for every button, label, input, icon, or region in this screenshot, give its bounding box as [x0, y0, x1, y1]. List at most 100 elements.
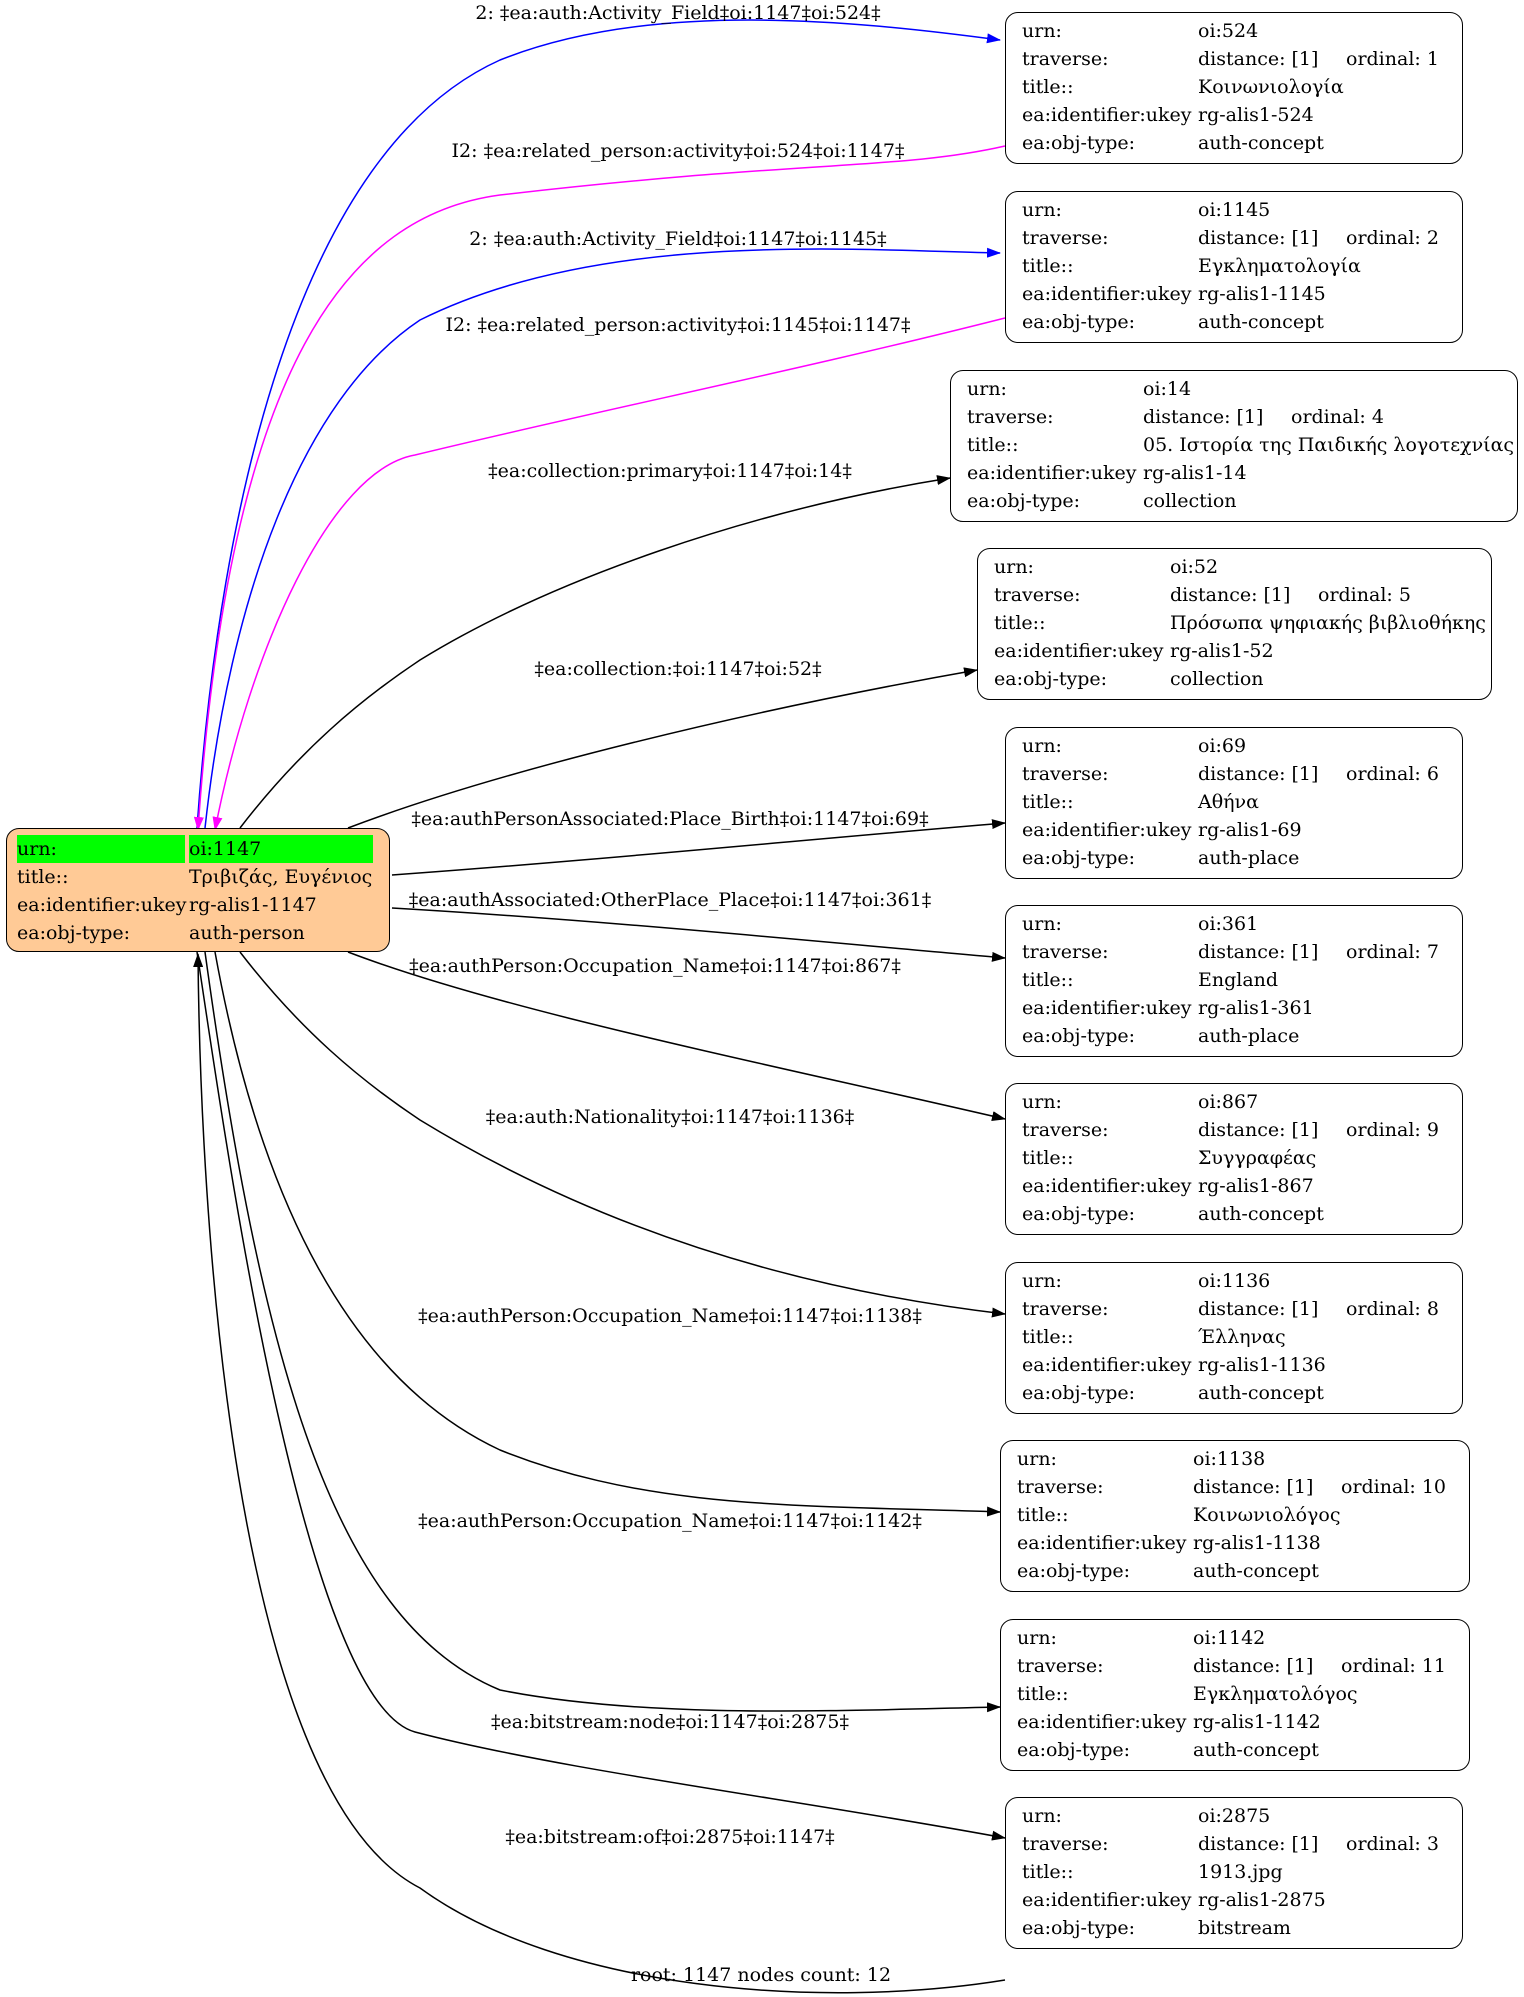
node-traverse-row: traverse:distance: [1]ordinal: 7: [1022, 938, 1448, 966]
node-ordinal-value: ordinal: 5: [1318, 584, 1411, 606]
node-urn-key: urn:: [1022, 1805, 1062, 1827]
node-ukey-key: ea:identifier:ukey: [1022, 104, 1192, 126]
node-urn-key: urn:: [1022, 199, 1062, 221]
edge-label: ‡ea:auth:Nationality‡oi:1147‡oi:1136‡: [485, 1106, 855, 1128]
node-type-key: ea:obj-type:: [1022, 1203, 1136, 1225]
node-type-key: ea:obj-type:: [1017, 1739, 1131, 1761]
node-title-key: title::: [967, 434, 1019, 456]
node-type-key: ea:obj-type:: [967, 490, 1081, 512]
node-title-row: title::England: [1022, 966, 1448, 994]
node-type-value: auth-concept: [1198, 132, 1324, 154]
node-title-row: title::Κοινωνιολόγος: [1017, 1501, 1455, 1529]
node-title-key: title::: [1022, 969, 1074, 991]
node-title-row: title::Έλληνας: [1022, 1323, 1448, 1351]
graph-node[interactable]: urn: oi:2875 traverse:distance: [1]ordinal…: [1005, 1797, 1463, 1949]
node-distance-value: distance: [1]: [1198, 48, 1319, 70]
graph-footer: root: 1147 nodes count: 12: [630, 1964, 892, 1986]
node-title-value: Κοινωνιολογία: [1198, 76, 1344, 98]
node-urn-key: urn:: [1022, 913, 1062, 935]
node-traverse-key: traverse:: [1022, 763, 1109, 785]
edge-label: ‡ea:authPerson:Occupation_Name‡oi:1147‡o…: [409, 955, 901, 977]
node-urn-row: urn:oi:1142: [1017, 1624, 1455, 1652]
edge-line: [391, 907, 1006, 962]
node-urn-key: urn:: [967, 378, 1007, 400]
node-ordinal-value: ordinal: 7: [1346, 941, 1439, 963]
node-urn-value: oi:1136: [1198, 1270, 1271, 1292]
node-ukey-value: rg-alis1-2875: [1198, 1889, 1326, 1911]
node-type-row: ea:obj-type:auth-concept: [1022, 129, 1448, 157]
node-traverse-key: traverse:: [1022, 227, 1109, 249]
root-node[interactable]: urn: oi:1147 title:: Τριβιζάς, Ευγένιος …: [6, 828, 390, 952]
root-ukey-row: ea:identifier:ukey rg-alis1-1147: [17, 891, 379, 919]
node-title-row: title::Πρόσωπα ψηφιακής βιβλιοθήκης: [994, 609, 1486, 637]
node-title-key: title::: [1017, 1504, 1069, 1526]
node-type-value: collection: [1143, 490, 1237, 512]
node-type-row: ea:obj-type:auth-concept: [1017, 1557, 1455, 1585]
node-traverse-row: traverse:distance: [1]ordinal: 3: [1022, 1830, 1448, 1858]
node-ukey-value: rg-alis1-1145: [1198, 283, 1326, 305]
node-traverse-key: traverse:: [1022, 941, 1109, 963]
node-ukey-row: ea:identifier:ukey rg-alis1-2875: [1022, 1886, 1448, 1914]
node-type-row: ea:obj-type: auth-concept: [1022, 1200, 1448, 1228]
node-type-key: ea:obj-type:: [1022, 1025, 1136, 1047]
node-type-key: ea:obj-type:: [994, 668, 1108, 690]
node-ukey-key: ea:identifier:ukey: [1022, 1889, 1192, 1911]
node-title-key: title::: [1022, 255, 1074, 277]
root-type-row: ea:obj-type: auth-person: [17, 919, 379, 947]
node-title-key: title::: [994, 612, 1046, 634]
node-title-row: title::Αθήνα: [1022, 788, 1448, 816]
node-urn-value: oi:52: [1170, 556, 1219, 578]
node-type-value: auth-concept: [1198, 1203, 1324, 1225]
graph-node[interactable]: urn: oi:361 traverse:distance: [1]ordinal:…: [1005, 905, 1463, 1057]
root-title-row: title:: Τριβιζάς, Ευγένιος: [17, 863, 379, 891]
edge-label: ‡ea:bitstream:node‡oi:1147‡oi:2875‡: [491, 1711, 849, 1733]
node-ukey-value: rg-alis1-69: [1198, 819, 1302, 841]
node-title-row: title::1913.jpg: [1022, 1858, 1448, 1886]
edge-line: [204, 247, 1001, 829]
node-title-value: 05. Ιστορία της Παιδικής λογοτεχνίας: [1143, 434, 1515, 456]
edge-line: [204, 951, 1001, 1713]
node-title-key: title::: [1022, 76, 1074, 98]
node-title-value: 1913.jpg: [1198, 1861, 1283, 1883]
node-type-key: ea:obj-type:: [1017, 1560, 1131, 1582]
node-type-value: auth-concept: [1193, 1739, 1319, 1761]
node-type-key: ea:obj-type:: [1022, 311, 1136, 333]
root-title-key: title::: [17, 866, 69, 888]
node-title-value: Πρόσωπα ψηφιακής βιβλιοθήκης: [1170, 612, 1486, 634]
node-urn-value: oi:2875: [1198, 1805, 1271, 1827]
node-distance-value: distance: [1]: [1193, 1476, 1314, 1498]
node-type-value: auth-concept: [1198, 311, 1324, 333]
node-urn-value: oi:524: [1198, 20, 1259, 42]
node-title-value: Συγγραφέας: [1198, 1147, 1317, 1169]
node-ordinal-value: ordinal: 3: [1346, 1833, 1439, 1855]
node-type-value: auth-concept: [1198, 1382, 1324, 1404]
node-distance-value: distance: [1]: [1198, 763, 1319, 785]
node-title-key: title::: [1022, 1861, 1074, 1883]
edge-line: [239, 951, 1006, 1318]
node-urn-row: urn:oi:524: [1022, 17, 1448, 45]
node-type-value: collection: [1170, 668, 1264, 690]
node-ukey-key: ea:identifier:ukey: [1022, 1175, 1192, 1197]
node-urn-key: urn:: [1017, 1627, 1057, 1649]
node-traverse-row: traverse:distance: [1]ordinal: 9: [1022, 1116, 1448, 1144]
node-urn-row: urn:oi:1136: [1022, 1267, 1448, 1295]
root-title-value: Τριβιζάς, Ευγένιος: [189, 866, 373, 888]
node-urn-value: oi:361: [1198, 913, 1259, 935]
node-ukey-value: rg-alis1-524: [1198, 104, 1314, 126]
node-urn-key: urn:: [1022, 735, 1062, 757]
node-ukey-key: ea:identifier:ukey: [967, 462, 1137, 484]
node-type-row: ea:obj-type: collection: [967, 487, 1503, 515]
